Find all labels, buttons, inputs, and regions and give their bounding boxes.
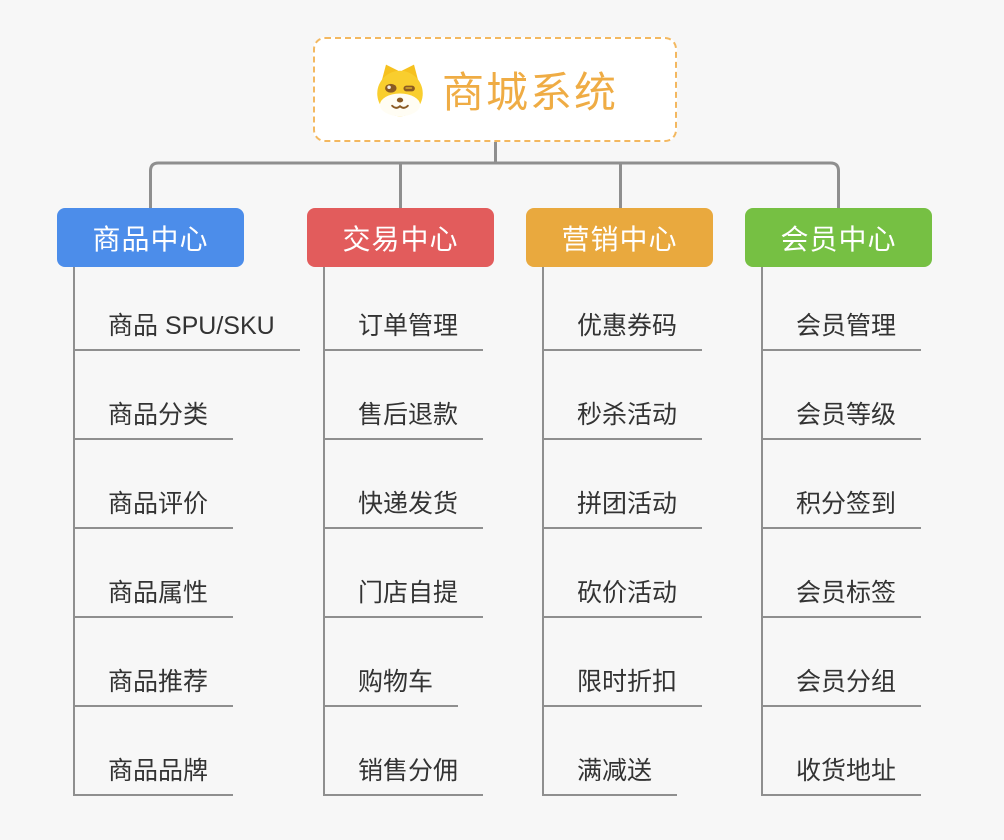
leaf-item[interactable]: 快递发货: [325, 440, 484, 529]
branch-children: 会员管理 会员等级 积分签到 会员标签 会员分组 收货地址: [761, 267, 985, 796]
leaf-item[interactable]: 商品属性: [75, 529, 234, 618]
doge-icon: [377, 64, 423, 116]
leaf-item[interactable]: 限时折扣: [544, 618, 703, 707]
leaf-item[interactable]: 优惠券码: [544, 267, 703, 351]
root-node-mall-system[interactable]: 商城系统: [313, 37, 677, 142]
leaf-item[interactable]: 砍价活动: [544, 529, 703, 618]
leaf-item[interactable]: 满减送: [544, 707, 678, 796]
leaf-item[interactable]: 销售分佣: [325, 707, 484, 796]
branch-trade-center: 交易中心 订单管理 售后退款 快递发货 门店自提 购物车 销售分佣: [307, 208, 547, 796]
branch-member-center: 会员中心 会员管理 会员等级 积分签到 会员标签 会员分组 收货地址: [745, 208, 985, 796]
leaf-item[interactable]: 购物车: [325, 618, 459, 707]
branch-header-trade-center[interactable]: 交易中心: [307, 208, 494, 267]
root-title: 商城系统: [441, 69, 618, 116]
leaf-item[interactable]: 收货地址: [763, 707, 922, 796]
leaf-item[interactable]: 积分签到: [763, 440, 922, 529]
leaf-item[interactable]: 会员标签: [763, 529, 922, 618]
leaf-item[interactable]: 门店自提: [325, 529, 484, 618]
leaf-item[interactable]: 商品分类: [75, 351, 234, 440]
branch-header-marketing-center[interactable]: 营销中心: [526, 208, 713, 267]
branch-product-center: 商品中心 商品 SPU/SKU 商品分类 商品评价 商品属性 商品推荐 商品品牌: [57, 208, 300, 796]
leaf-item[interactable]: 会员等级: [763, 351, 922, 440]
leaf-item[interactable]: 拼团活动: [544, 440, 703, 529]
leaf-item[interactable]: 会员分组: [763, 618, 922, 707]
branch-children: 优惠券码 秒杀活动 拼团活动 砍价活动 限时折扣 满减送: [542, 267, 766, 796]
branch-marketing-center: 营销中心 优惠券码 秒杀活动 拼团活动 砍价活动 限时折扣 满减送: [526, 208, 766, 796]
leaf-item[interactable]: 售后退款: [325, 351, 484, 440]
leaf-item[interactable]: 商品 SPU/SKU: [75, 267, 300, 351]
branch-header-member-center[interactable]: 会员中心: [745, 208, 932, 267]
leaf-item[interactable]: 订单管理: [325, 267, 484, 351]
leaf-item[interactable]: 会员管理: [763, 267, 922, 351]
branch-children: 商品 SPU/SKU 商品分类 商品评价 商品属性 商品推荐 商品品牌: [73, 267, 300, 796]
leaf-item[interactable]: 秒杀活动: [544, 351, 703, 440]
branch-connector-lines: [149, 142, 840, 208]
leaf-item[interactable]: 商品推荐: [75, 618, 234, 707]
leaf-item[interactable]: 商品评价: [75, 440, 234, 529]
branch-children: 订单管理 售后退款 快递发货 门店自提 购物车 销售分佣: [323, 267, 547, 796]
leaf-item[interactable]: 商品品牌: [75, 707, 234, 796]
branch-header-product-center[interactable]: 商品中心: [57, 208, 244, 267]
